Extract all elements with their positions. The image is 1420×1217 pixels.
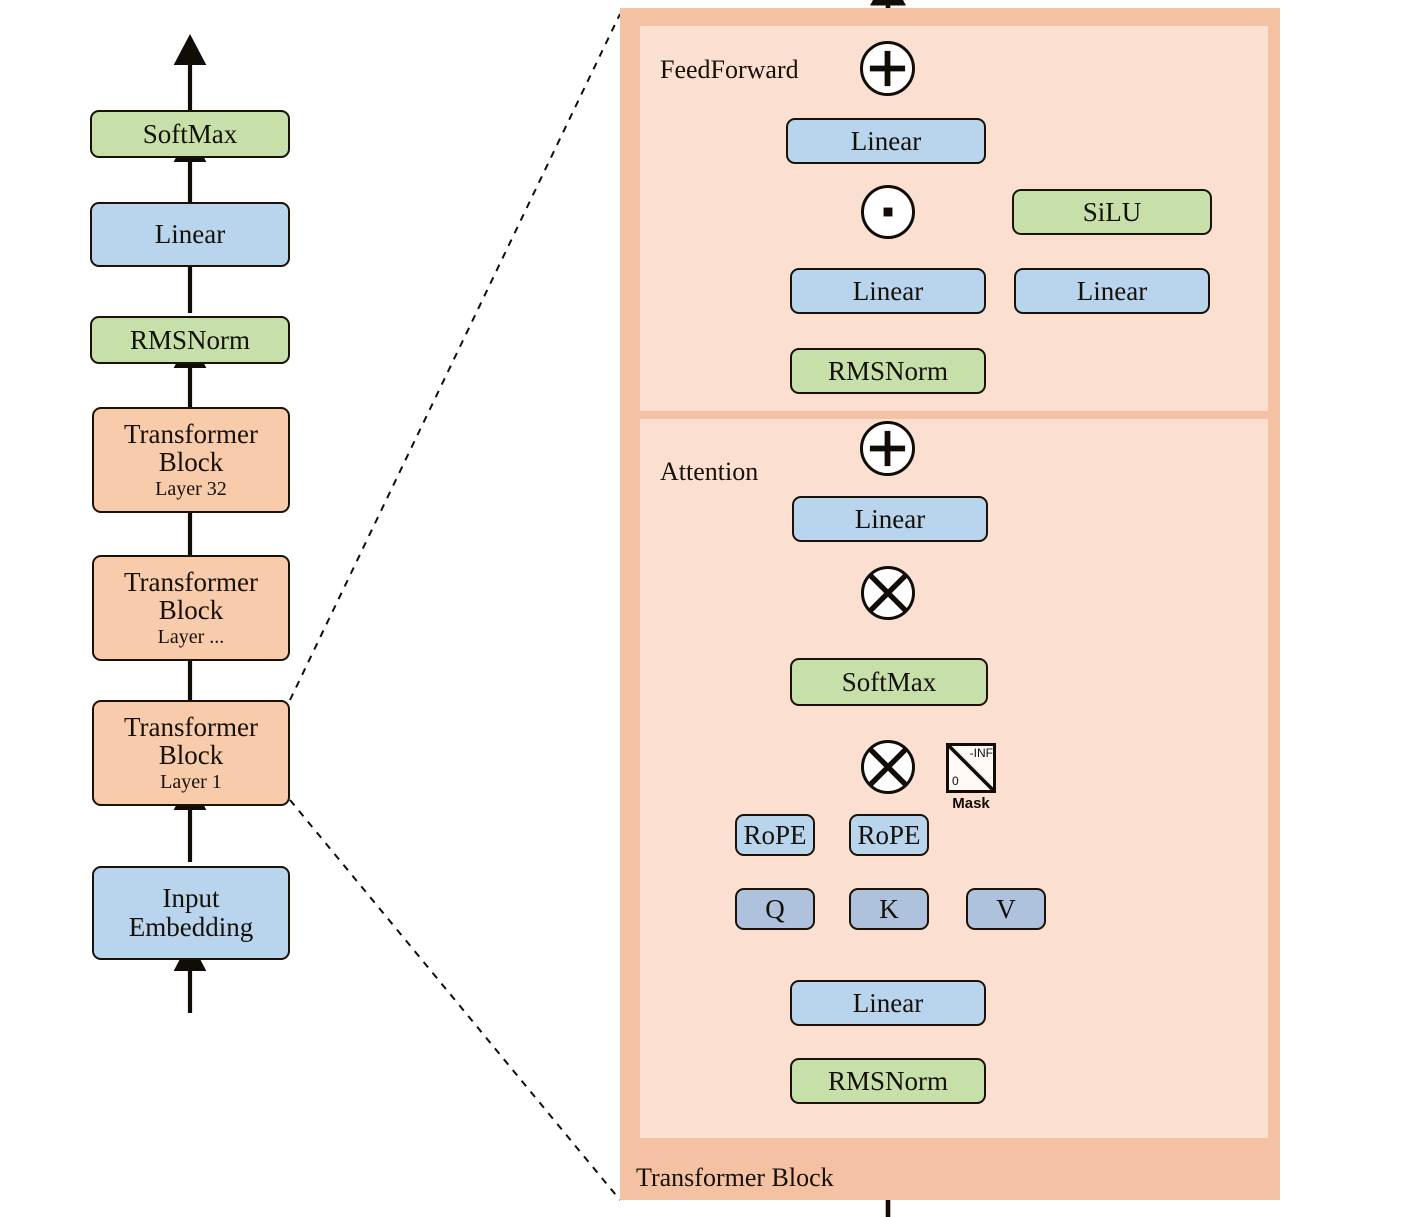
node-q: Q: [735, 888, 815, 930]
plus-icon: [869, 50, 906, 87]
node-label: Transformer: [124, 711, 258, 742]
node-ff-linear-out: Linear: [786, 118, 986, 164]
node-label: RMSNorm: [129, 324, 251, 355]
node-ff-linear-gate: Linear: [790, 268, 986, 314]
node-ff-rmsnorm: RMSNorm: [790, 348, 986, 394]
feedforward-label: FeedForward: [660, 55, 799, 84]
mask-high-value: -INF: [969, 746, 993, 760]
node-rmsnorm-final: RMSNorm: [90, 316, 290, 364]
node-label: SoftMax: [841, 666, 937, 697]
node-label: K: [879, 893, 899, 924]
node-label: V: [996, 893, 1016, 924]
dot-icon: [883, 207, 893, 217]
node-label-2: Block: [158, 595, 224, 626]
node-label: SoftMax: [142, 118, 238, 149]
node-label: Transformer: [124, 418, 258, 449]
node-label: Transformer: [124, 566, 258, 597]
node-sublabel: Layer 32: [155, 478, 227, 501]
node-label: Linear: [850, 125, 922, 156]
node-label: Linear: [852, 987, 924, 1018]
op-matmul-attention-values: [861, 566, 915, 620]
node-label: RoPE: [857, 819, 921, 850]
node-label-2: Block: [158, 740, 224, 771]
node-label: Linear: [154, 219, 226, 250]
mask-icon: 0 -INF: [946, 743, 996, 793]
node-ff-silu: SiLU: [1012, 189, 1212, 235]
detail-outer-label: Transformer Block: [636, 1163, 834, 1192]
node-label: Linear: [854, 503, 926, 534]
node-attention-softmax: SoftMax: [790, 658, 988, 706]
mask-caption: Mask: [952, 795, 990, 812]
node-label: RMSNorm: [827, 355, 949, 386]
node-k: K: [849, 888, 929, 930]
node-linear-head: Linear: [90, 202, 290, 267]
node-label: SiLU: [1082, 196, 1142, 227]
node-attention-rmsnorm: RMSNorm: [790, 1058, 986, 1104]
attention-label: Attention: [660, 457, 759, 486]
mask-diagonal-icon: [949, 746, 993, 790]
node-transformer-block-32: Transformer Block Layer 32: [92, 407, 290, 513]
op-matmul-qk: [861, 740, 915, 794]
node-label: Linear: [1076, 275, 1148, 306]
op-add-feedforward: [860, 41, 915, 96]
node-label-2: Embedding: [128, 912, 254, 942]
node-rope-k: RoPE: [849, 814, 929, 856]
node-label-2: Block: [158, 447, 224, 478]
node-input-embedding: Input Embedding: [92, 866, 290, 960]
node-label: RoPE: [743, 819, 807, 850]
node-attention-linear-in: Linear: [790, 980, 986, 1026]
plus-icon: [869, 430, 906, 467]
node-transformer-block-dots: Transformer Block Layer ...: [92, 555, 290, 661]
node-rope-q: RoPE: [735, 814, 815, 856]
node-attention-linear-out: Linear: [792, 496, 988, 542]
node-label: Input: [162, 883, 220, 914]
node-softmax: SoftMax: [90, 110, 290, 158]
node-label: Q: [765, 893, 785, 924]
node-label: RMSNorm: [827, 1065, 949, 1096]
cross-icon: [867, 572, 909, 614]
node-sublabel: Layer 1: [160, 771, 222, 794]
node-v: V: [966, 888, 1046, 930]
cross-icon: [867, 746, 909, 788]
node-ff-linear-up: Linear: [1014, 268, 1210, 314]
op-add-attention: [860, 421, 915, 476]
node-sublabel: Layer ...: [157, 626, 225, 649]
mask-low-value: 0: [952, 774, 959, 788]
op-elementwise-multiply: [861, 185, 915, 239]
node-label: Linear: [852, 275, 924, 306]
node-transformer-block-1: Transformer Block Layer 1: [92, 700, 290, 806]
